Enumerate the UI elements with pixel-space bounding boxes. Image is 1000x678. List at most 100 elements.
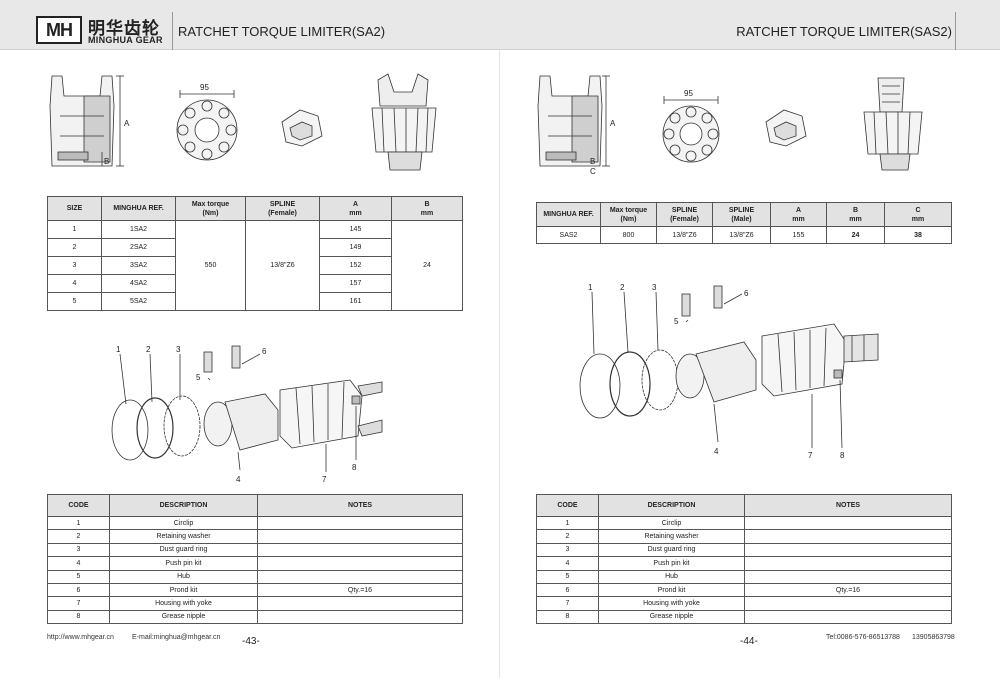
dimension-b-label: B <box>590 157 595 166</box>
col-code: CODE <box>536 494 599 517</box>
sa2-spec-table: SIZE MINGHUA REF. Max torque (Nm) SPLINE… <box>47 196 463 311</box>
page-number-left: -43- <box>242 636 260 647</box>
cell-description: Prond kit <box>109 582 258 598</box>
callout-1: 1 <box>588 283 593 292</box>
cell-description: Housing with yoke <box>598 596 745 611</box>
grease-nipple-drawing <box>351 395 361 405</box>
cell-notes: Qty.=16 <box>744 582 952 598</box>
table-header-row: MINGHUA REF. Max torque (Nm) SPLINE (Fem… <box>536 202 952 227</box>
cell-description: Retaining washer <box>598 529 745 544</box>
cell-code: 3 <box>47 542 110 558</box>
brand-name-en: MINGHUA GEAR <box>88 35 163 45</box>
col-description: DESCRIPTION <box>109 494 258 517</box>
cell-notes: Qty.=16 <box>257 582 463 598</box>
dust-ring-drawing <box>641 349 679 411</box>
section-drawing <box>537 75 610 167</box>
callout-1: 1 <box>116 345 121 354</box>
section-drawing <box>49 75 124 167</box>
cell-description: Circlip <box>109 515 258 531</box>
cell-a: 149 <box>319 238 392 257</box>
cell-notes <box>744 529 952 544</box>
cell-code: 4 <box>47 556 110 571</box>
callout-4: 4 <box>236 475 241 484</box>
page-title-right: RATCHET TORQUE LIMITER(SAS2) <box>736 24 952 39</box>
washer-drawing <box>136 397 174 459</box>
col-notes: NOTES <box>744 494 952 517</box>
page-number-right: -44- <box>740 636 758 647</box>
cell-spline-male: 13/8"Z6 <box>712 226 771 244</box>
sas2-spec-table: MINGHUA REF. Max torque (Nm) SPLINE (Fem… <box>536 202 952 244</box>
cell-code: 3 <box>536 542 599 558</box>
dimension-95-label: 95 <box>684 89 693 98</box>
cell-code: 8 <box>47 609 110 625</box>
callout-5: 5 <box>196 373 201 382</box>
col-b: B mm <box>391 196 463 221</box>
push-pin-drawing <box>203 351 213 373</box>
dimension-a-label: A <box>124 119 130 128</box>
col-torque: Max torque (Nm) <box>175 196 246 221</box>
footer-website[interactable]: http://www.mhgear.cn <box>47 634 114 641</box>
cell-ref: 5SA2 <box>101 292 176 311</box>
cell-a: 157 <box>319 274 392 293</box>
cell-description: Housing with yoke <box>109 596 258 611</box>
cell-description: Circlip <box>598 515 745 531</box>
cell-notes <box>744 609 952 625</box>
cell-notes <box>257 596 463 611</box>
housing-drawing <box>761 323 847 397</box>
footer-email[interactable]: E-mail:minghua@mhgear.cn <box>132 634 221 641</box>
dimension-a-label: A <box>610 119 616 128</box>
cell-notes <box>257 542 463 558</box>
callout-3: 3 <box>652 283 657 292</box>
dimension-95-label: 95 <box>200 83 209 92</box>
hub-drawing <box>281 109 323 147</box>
pushpin-hub-drawing <box>695 341 757 403</box>
dust-ring-drawing <box>163 395 201 457</box>
front-view-drawing <box>176 90 238 161</box>
header-divider <box>172 12 173 50</box>
spline-shaft-drawing <box>843 333 879 363</box>
cell-b: 24 <box>826 226 885 244</box>
sa2-exploded-view: 1 2 3 4 5 6 7 8 <box>111 345 383 484</box>
iso-view-drawing <box>371 73 437 171</box>
cell-a: 155 <box>770 226 827 244</box>
col-c: C mm <box>884 202 952 227</box>
table-header-row: SIZE MINGHUA REF. Max torque (Nm) SPLINE… <box>47 196 463 221</box>
cell-code: 1 <box>47 515 110 531</box>
col-spline-male: SPLINE (Male) <box>712 202 771 227</box>
sas2-product-drawings: A B C 95 <box>537 75 923 176</box>
cell-notes <box>257 556 463 571</box>
cell-description: Hub <box>109 569 258 584</box>
cell-code: 7 <box>47 596 110 611</box>
cell-size: 5 <box>47 292 102 311</box>
cell-code: 7 <box>536 596 599 611</box>
cell-notes <box>744 556 952 571</box>
table-header-row: CODE DESCRIPTION NOTES <box>536 494 952 517</box>
col-spline-female: SPLINE (Female) <box>656 202 713 227</box>
grease-nipple-drawing <box>833 369 843 379</box>
cell-size: 3 <box>47 256 102 275</box>
cell-c: 38 <box>884 226 952 244</box>
prong-drawing <box>713 285 723 309</box>
cell-size: 4 <box>47 274 102 293</box>
cell-notes <box>744 596 952 611</box>
callout-8: 8 <box>840 451 845 460</box>
table-header-row: CODE DESCRIPTION NOTES <box>47 494 463 517</box>
cell-size: 2 <box>47 238 102 257</box>
col-torque: Max torque (Nm) <box>600 202 657 227</box>
callout-2: 2 <box>620 283 625 292</box>
cell-a: 145 <box>319 220 392 239</box>
cell-size: 1 <box>47 220 102 239</box>
cell-code: 6 <box>536 582 599 598</box>
washer-drawing <box>609 351 651 417</box>
cell-code: 1 <box>536 515 599 531</box>
table-row: 1 1SA2 550 13/8"Z6 145 24 <box>47 220 463 311</box>
